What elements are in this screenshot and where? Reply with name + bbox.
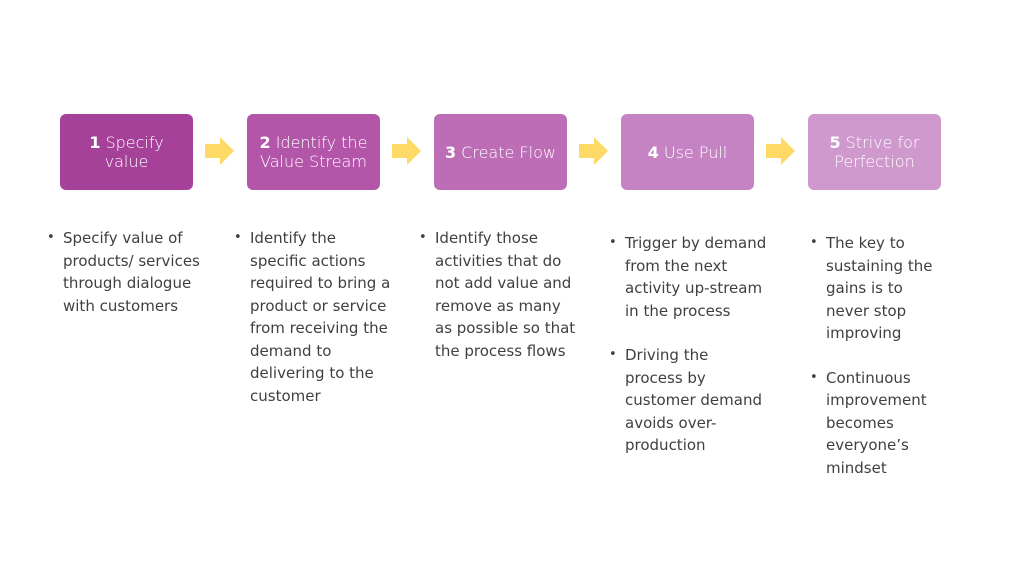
step-1-bullets: Specify value of products/ services thro… xyxy=(47,227,207,339)
step-2-number: 2 xyxy=(259,133,271,152)
step-5-bullet-1: The key to sustaining the gains is to ne… xyxy=(810,232,950,345)
right-arrow-icon xyxy=(579,137,608,165)
step-1-label: Specify value xyxy=(104,133,164,171)
step-3-bullet-1: Identify those activities that do not ad… xyxy=(419,227,581,362)
right-arrow-icon xyxy=(766,137,795,165)
step-5-bullet-2: Continuous improvement becomes everyone’… xyxy=(810,367,950,480)
right-arrow-icon xyxy=(205,137,234,165)
step-4-bullets: Trigger by demand from the next activity… xyxy=(609,232,767,479)
step-3-bullets: Identify those activities that do not ad… xyxy=(419,227,581,384)
right-arrow-icon xyxy=(392,137,421,165)
step-5-label: Strive for Perfection xyxy=(834,133,920,171)
step-3-number: 3 xyxy=(445,142,457,162)
step-4-bullet-2: Driving the process by customer demand a… xyxy=(609,344,767,457)
step-4-number: 4 xyxy=(647,142,659,162)
step-4-label: Use Pull xyxy=(663,142,728,162)
step-2-bullets: Identify the specific actions required t… xyxy=(234,227,394,429)
step-5-bullets: The key to sustaining the gains is to ne… xyxy=(810,232,950,501)
step-5-number: 5 xyxy=(829,133,841,152)
step-3-label: Create Flow xyxy=(461,142,556,162)
step-2-bullet-1: Identify the specific actions required t… xyxy=(234,227,394,407)
step-1-number: 1 xyxy=(89,133,101,152)
step-1-bullet-1: Specify value of products/ services thro… xyxy=(47,227,207,317)
step-2-label: Identify the Value Stream xyxy=(260,133,368,171)
step-4-bullet-1: Trigger by demand from the next activity… xyxy=(609,232,767,322)
